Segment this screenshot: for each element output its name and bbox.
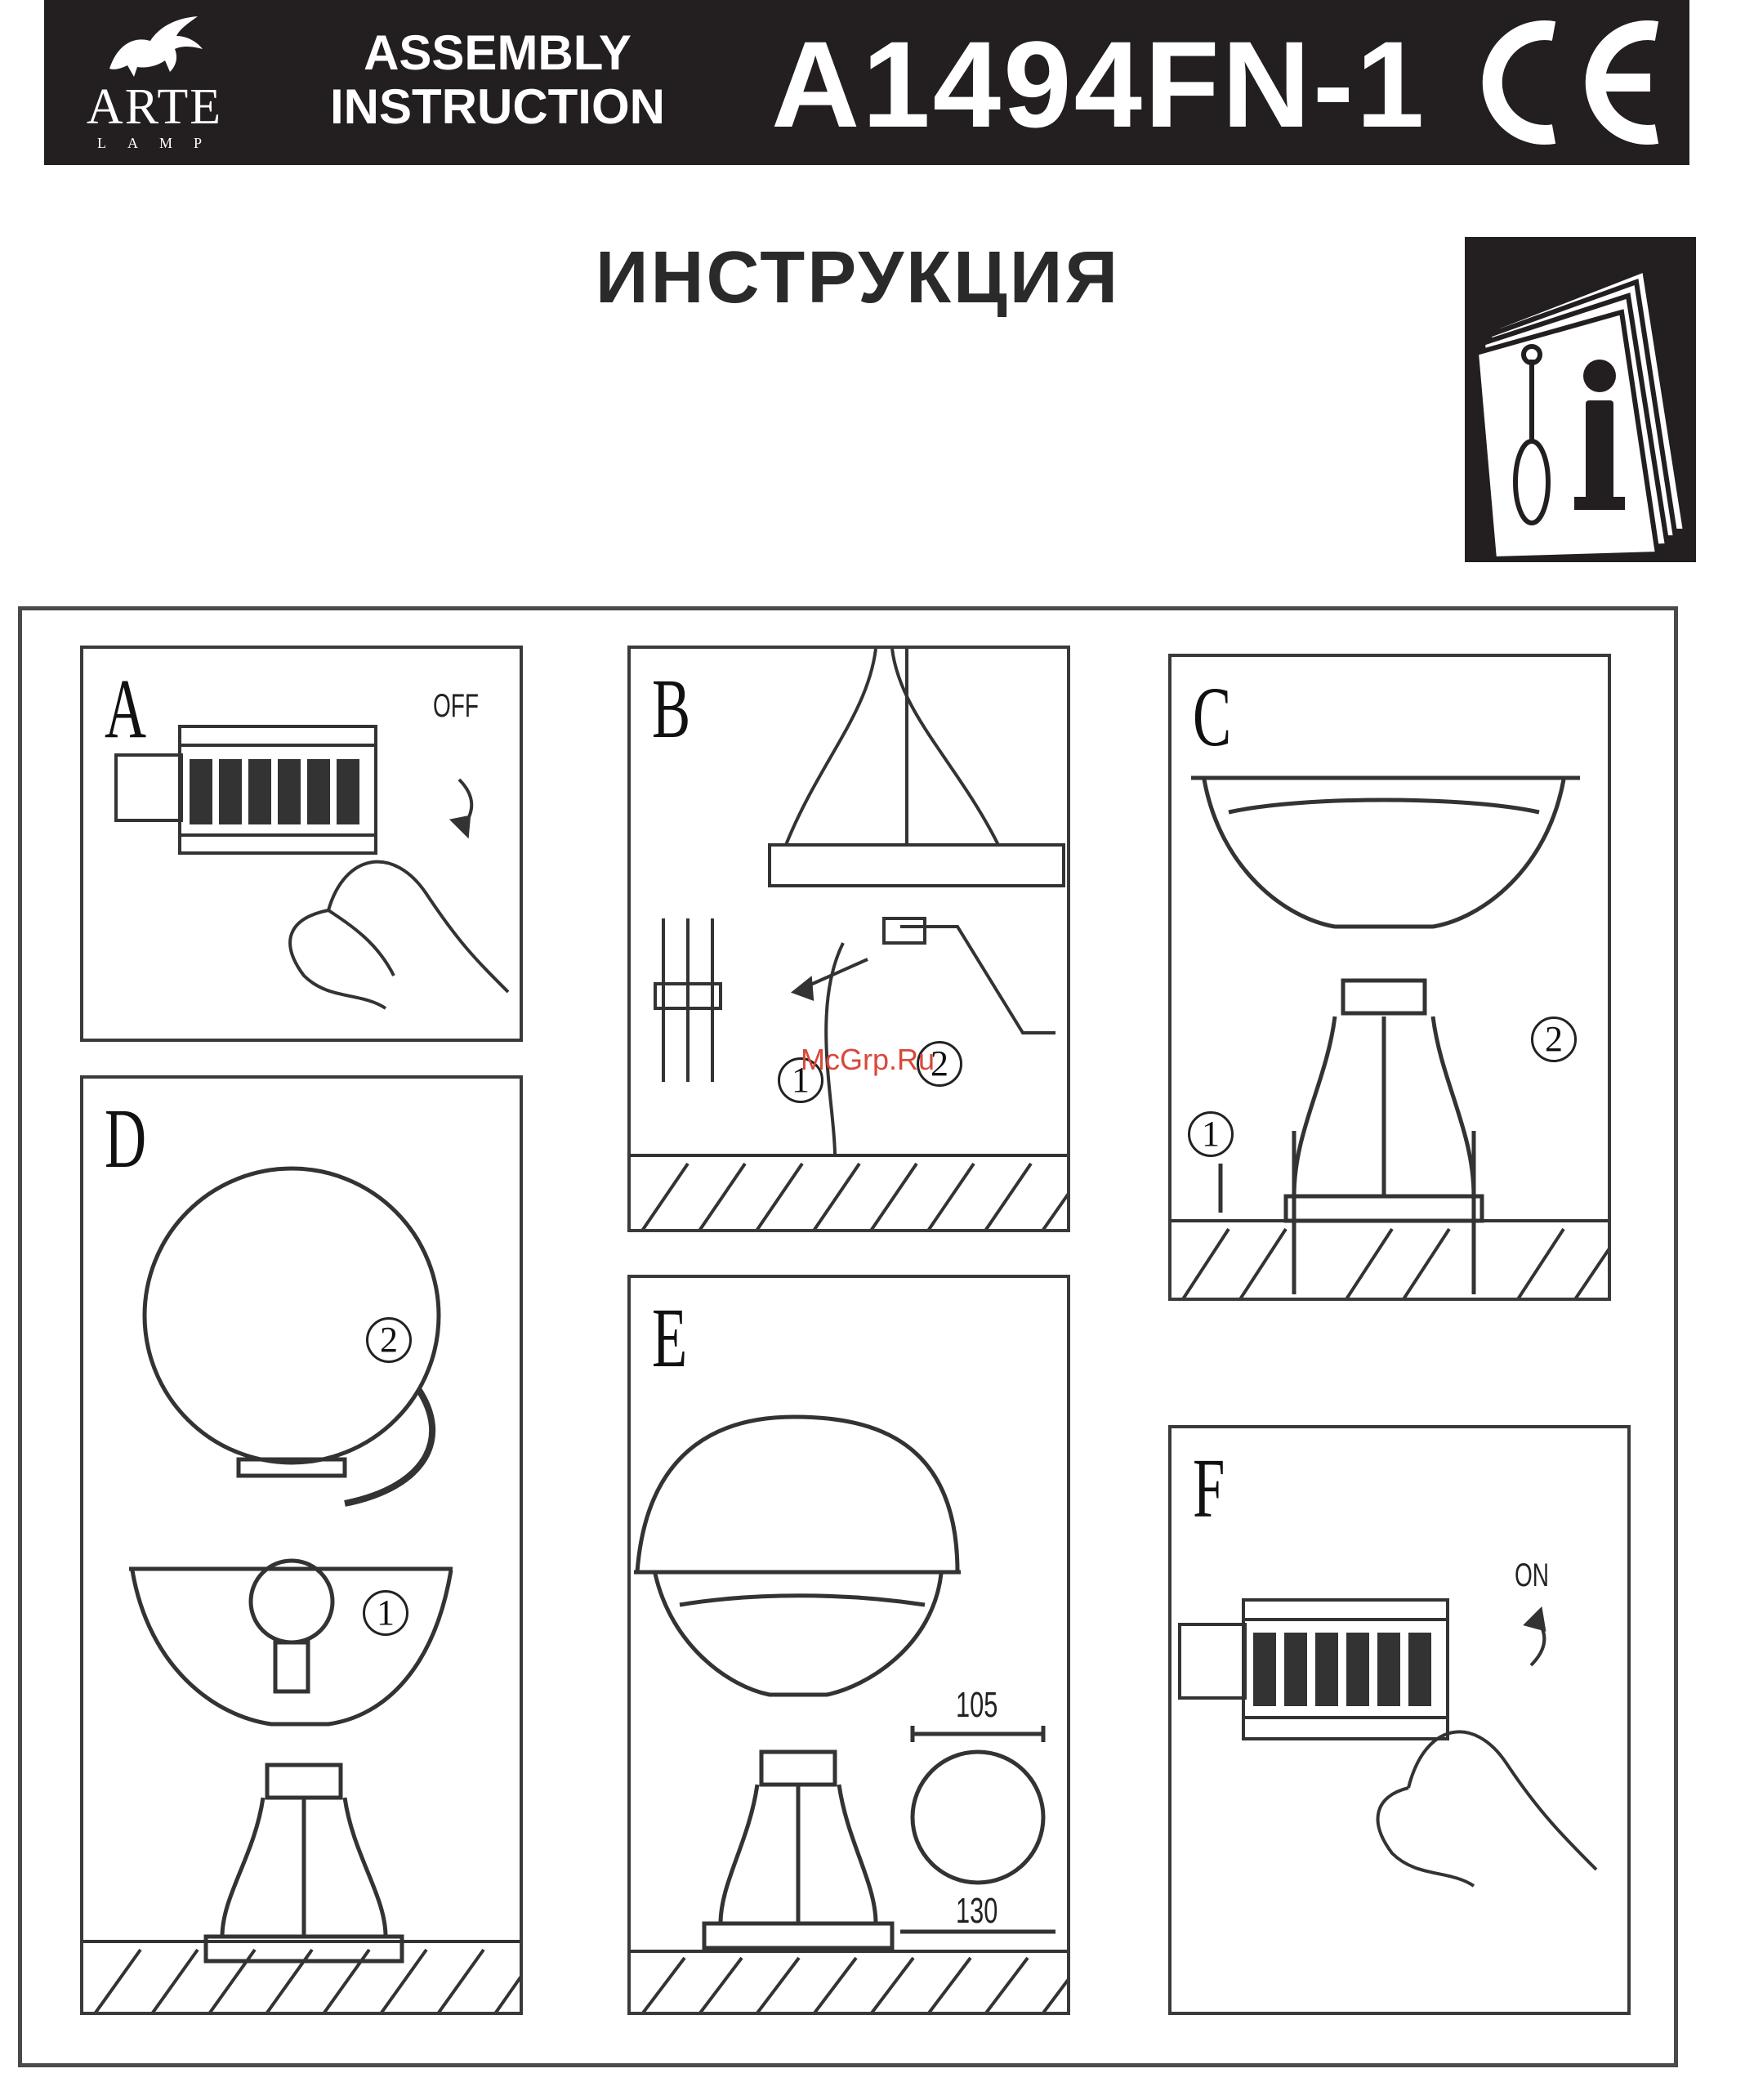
- circuit-breaker-icon: [83, 649, 523, 1042]
- logo-subtext: LAMP: [77, 136, 232, 150]
- brand-logo: ARTE LAMP: [77, 11, 232, 154]
- ce-mark-icon: [1482, 13, 1670, 152]
- watermark: McGrp.Ru: [801, 1043, 935, 1077]
- model-number: A1494FN-1: [771, 15, 1426, 154]
- header-bar: ARTE LAMP ASSEMBLY INSTRUCTION A1494FN-1: [44, 0, 1689, 165]
- lamp-post-icon: [1172, 657, 1611, 1301]
- circuit-breaker-icon: [1172, 1428, 1631, 2015]
- page-title: ИНСТРУКЦИЯ: [490, 237, 1225, 319]
- assembled-lamp-icon: [631, 1278, 1070, 2015]
- assembly-line-2: INSTRUCTION: [322, 80, 673, 134]
- assembly-line-1: ASSEMBLY: [322, 26, 673, 80]
- globe-and-bulb-icon: [83, 1079, 523, 2015]
- panel-c-mounting: C 1 2: [1168, 654, 1611, 1301]
- griffin-logo-icon: [101, 11, 208, 80]
- panel-d-bulb-and-globe: D 2 1: [80, 1075, 523, 2015]
- assembly-instruction-label: ASSEMBLY INSTRUCTION: [322, 26, 673, 134]
- panel-b-wiring: B 1 2: [627, 646, 1070, 1232]
- panel-e-dimensions: E 105 130: [627, 1275, 1070, 2015]
- info-manual-icon: [1465, 237, 1696, 562]
- lamp-base-wiring-icon: [631, 649, 1070, 1232]
- panel-a-power-off: A OFF: [80, 646, 523, 1042]
- logo-wordmark: ARTE: [77, 82, 232, 132]
- panel-f-power-on: F ON: [1168, 1425, 1631, 2015]
